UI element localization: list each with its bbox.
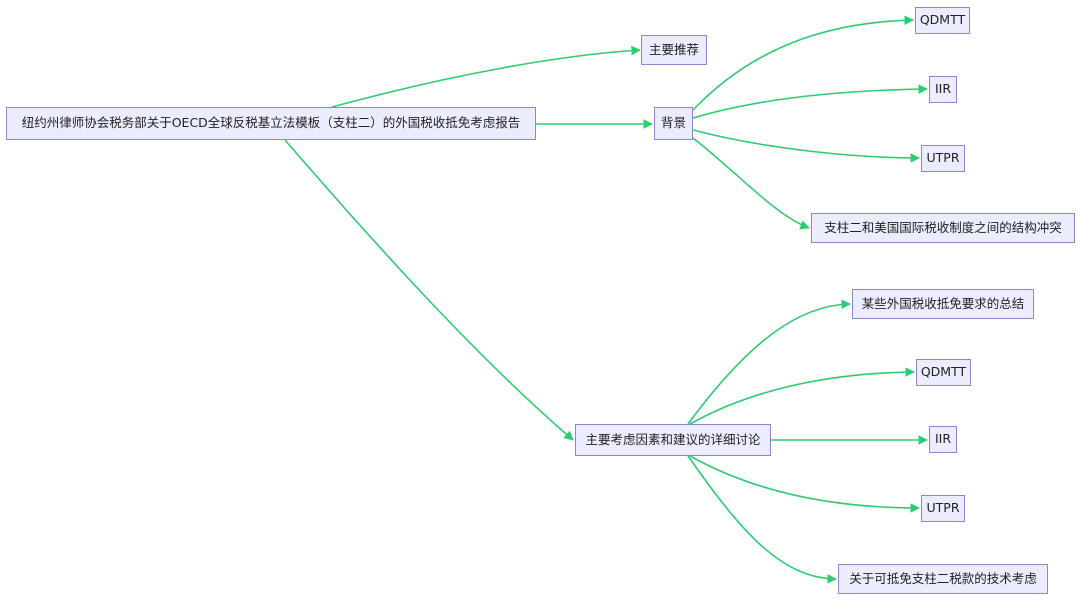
background-node: 背景 <box>654 107 693 140</box>
edge-root-to-discussion <box>284 139 574 441</box>
background-label: 背景 <box>661 115 687 131</box>
background-utpr-node: UTPR <box>921 145 965 172</box>
background-utpr-label: UTPR <box>926 150 960 166</box>
background-iir-node: IIR <box>929 76 957 103</box>
edge-background-to-iir <box>692 84 928 119</box>
discussion-technical-label: 关于可抵免支柱二税款的技术考虑 <box>849 570 1037 586</box>
discussion-summary-node: 某些外国税收抵免要求的总结 <box>852 289 1034 319</box>
edge-background-to-qdmtt <box>692 15 914 111</box>
background-iir-label: IIR <box>934 81 952 97</box>
main-recommendation-node: 主要推荐 <box>641 35 707 65</box>
discussion-utpr-node: UTPR <box>921 495 965 522</box>
background-conflict-label: 支柱二和美国国际税收制度之间的结构冲突 <box>824 219 1062 235</box>
edge-background-to-utpr <box>692 129 920 163</box>
edge-background-to-conflict <box>692 137 810 230</box>
background-qdmtt-label: QDMTT <box>919 12 966 28</box>
root-node-label: 纽约州律师协会税务部关于OECD全球反税基立法模板（支柱二）的外国税收抵免考虑报… <box>21 115 521 131</box>
discussion-label: 主要考虑因素和建议的详细讨论 <box>585 431 761 447</box>
discussion-qdmtt-label: QDMTT <box>920 364 967 380</box>
background-conflict-node: 支柱二和美国国际税收制度之间的结构冲突 <box>811 213 1075 243</box>
edge-discussion-to-technical <box>687 455 837 584</box>
discussion-iir-node: IIR <box>929 426 957 453</box>
discussion-utpr-label: UTPR <box>926 500 960 516</box>
edge-root-to-main-recommendation <box>331 45 641 108</box>
background-qdmtt-node: QDMTT <box>915 7 970 34</box>
root-node: 纽约州律师协会税务部关于OECD全球反税基立法模板（支柱二）的外国税收抵免考虑报… <box>6 107 536 140</box>
discussion-iir-label: IIR <box>934 431 952 447</box>
main-recommendation-label: 主要推荐 <box>648 41 699 57</box>
discussion-summary-label: 某些外国税收抵免要求的总结 <box>861 295 1025 311</box>
discussion-qdmtt-node: QDMTT <box>916 359 971 386</box>
edge-discussion-to-utpr <box>689 455 920 513</box>
discussion-node: 主要考虑因素和建议的详细讨论 <box>575 424 771 456</box>
discussion-technical-node: 关于可抵免支柱二税款的技术考虑 <box>838 564 1048 594</box>
edge-discussion-to-summary <box>687 299 851 425</box>
edge-discussion-to-qdmtt <box>689 367 915 425</box>
